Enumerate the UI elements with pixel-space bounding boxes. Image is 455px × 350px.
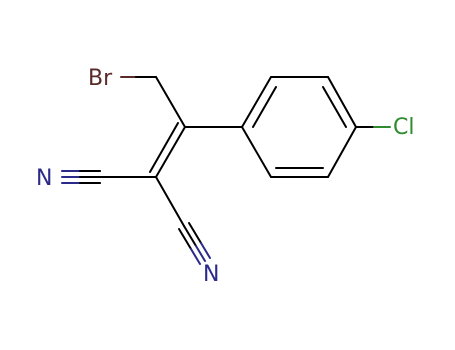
atom-label-cl: Cl xyxy=(393,115,414,140)
bond-ch2-c xyxy=(155,76,186,128)
atom-label-br: Br xyxy=(88,66,113,91)
bond-c-cn-down xyxy=(155,176,185,227)
bond-cc-double-b xyxy=(149,122,179,173)
benzene-ring xyxy=(241,76,357,178)
atom-label-n1: N xyxy=(36,166,52,191)
triple-bond-down xyxy=(178,222,211,265)
atom-label-n2: N xyxy=(203,262,219,287)
bond-cc-double-a xyxy=(155,126,186,178)
